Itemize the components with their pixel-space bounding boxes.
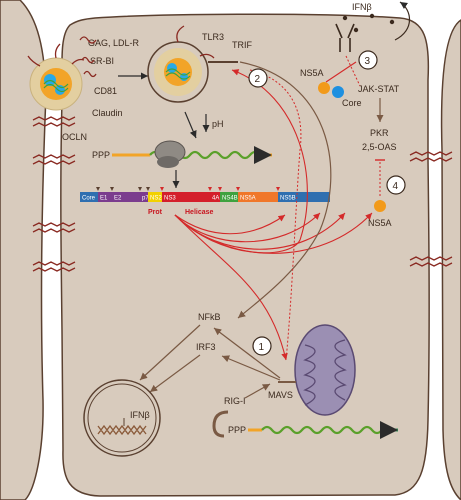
ph-label: pH [212,119,224,129]
polyprotein-segment-p7 [140,192,148,202]
receptor-srbi: SR-BI [90,56,114,66]
ns5a-bottom-dot [374,200,386,212]
rig1-hook [212,410,229,438]
polyprotein-segment-e2 [112,192,140,202]
ns5a-top-dot [318,82,330,94]
tight-junctions [32,116,453,272]
receptor-cd81: CD81 [94,86,117,96]
ifnb-extracellular-label: IFNβ [352,2,372,12]
polyprotein-segment-ns3 [162,192,210,202]
step-marker-1: 1 [252,336,272,356]
ifnb-molecules [342,13,395,33]
ifn-receptor [335,23,355,52]
ppp-cap-top: PPP [92,150,110,160]
hcv-virion [27,43,85,111]
cleavage-site-marker [146,187,150,191]
svg-text:3: 3 [365,56,371,67]
jak-stat-label: JAK-STAT [358,84,400,94]
svg-text:2: 2 [255,74,261,85]
ifn-secretion-arrow [394,1,411,41]
receptor-labels: GAG, LDL-R SR-BI CD81 Claudin OCLN [62,38,140,142]
polyprotein-segment-ns5a [238,192,278,202]
polyprotein-segment-ns5b [278,192,330,202]
cleavage-site-marker [218,187,222,191]
polyprotein-label-p7: p7 [142,196,149,202]
core-label: Core [342,98,362,108]
tlr3-label: TLR3 [202,32,224,42]
ns5a-core-inhibit-line [325,61,357,83]
polyprotein-label-e2: E2 [114,196,122,202]
trif-label: TRIF [232,40,252,50]
prot-label: Prot [148,209,163,216]
ribosome-icon [154,140,186,168]
polyprotein-label-ns2: NS2 [150,196,162,202]
nucleus [83,379,161,457]
ns3-4a-cleavage-arrows [174,69,373,361]
endosome [147,25,215,103]
nucleus-ifnb-label: IFNβ [130,410,150,420]
cleavage-site-marker [138,187,142,191]
receptor-gag-ldlr: GAG, LDL-R [88,38,140,48]
polyprotein-label-4a: 4A [212,196,219,202]
step-marker-3: 3 [358,50,378,70]
polyprotein-segment-4a [210,192,220,202]
signaling-arrows [139,324,281,399]
polyprotein-label-ns5b: NS5B [280,196,296,202]
helicase-label: Helicase [185,209,214,216]
polyprotein-segment-ns4b [220,192,238,202]
cleavage-site-marker [96,187,100,191]
polyprotein-segment-core [80,192,98,202]
trif-dotted-path [249,69,302,361]
nfkb-label: NFkB [198,312,221,322]
receptor-ocln: OCLN [62,132,87,142]
cleavage-site-marker [236,187,240,191]
receptor-claudin: Claudin [92,108,123,118]
polyprotein-label-ns4b: NS4B [222,196,238,202]
ns5a-top-label: NS5A [300,68,324,78]
mitochondrion [294,324,356,416]
polyprotein-label-core: Core [82,196,96,202]
cleavage-site-marker [160,187,164,191]
svg-text:1: 1 [259,342,265,353]
ppp-cap-bottom: PPP [228,425,246,435]
viral-rna-bottom [261,425,383,435]
oas-label: 2,5-OAS [362,142,397,152]
polyprotein-label-ns5a: NS5A [240,196,256,202]
irf3-label: IRF3 [196,342,216,352]
receptor-to-jakstat-dotted [345,55,361,87]
svg-text:4: 4 [393,181,399,192]
mavs-label: MAVS [268,390,293,400]
polyprotein-label-ns3: NS3 [164,196,176,202]
ns5a-bottom-label: NS5A [368,218,392,228]
polyprotein-label-e1: E1 [100,196,108,202]
cleavage-site-marker [208,187,212,191]
cleavage-site-marker [110,187,114,191]
polyprotein-segment-ns2 [148,192,162,202]
right-neighbor-cell [440,19,461,500]
step-marker-2: 2 [248,68,268,88]
trif-to-nfkb-path [237,61,332,319]
core-dot [332,86,344,98]
polyprotein-segment-e1 [98,192,112,202]
pkr-label: PKR [370,128,389,138]
endosome-to-rna-arrow [184,111,197,139]
cleavage-site-marker [276,187,280,191]
step-marker-4: 4 [386,175,406,195]
rig1-label: RIG-I [224,396,246,406]
receptor-coils [79,36,97,78]
